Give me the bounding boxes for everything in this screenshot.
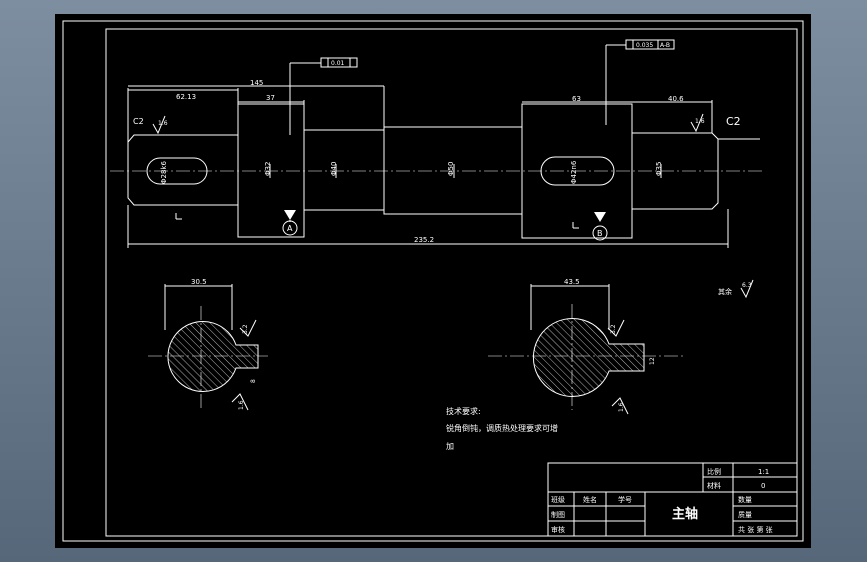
right-section-roughness-icon (607, 319, 625, 337)
rough-right-end: 1.6 (695, 118, 705, 125)
requirements-line-1: 锐角倒钝，调质热处理要求可增 (446, 423, 558, 433)
checked-label: 审核 (551, 525, 565, 534)
roughness-right-icon (690, 113, 704, 133)
requirements-heading: 技术要求: (446, 406, 481, 416)
shaft-step (303, 129, 385, 211)
other-roughness-note: 其余 6.3 (718, 279, 754, 299)
right-keyway (540, 156, 615, 186)
dia-left-end: Φ28k6 (160, 161, 168, 184)
name-label: 姓名 (583, 495, 597, 504)
section-right-key: 12 (649, 357, 656, 365)
tol-left-label: 0.01 (331, 60, 345, 67)
other-roughness-label: 其余 (718, 287, 732, 296)
datum-markers: A B (282, 210, 608, 241)
class-label: 班级 (551, 495, 565, 504)
roughness-symbols-shaft: 1.6 1.6 (152, 113, 705, 229)
dim-right-key: 63 (572, 95, 581, 103)
tol-right-datum: A-B (660, 42, 670, 49)
material-value: 0 (761, 482, 765, 490)
scale-value: 1:1 (758, 468, 769, 476)
dia-middle: Φ50 (447, 162, 455, 176)
title-block: 比例 1:1 材料 0 班级 姓名 学号 制图 审核 主轴 数量 质量 共 张 … (547, 462, 798, 537)
tolerance-frames: 0.01 0.035 A-B (289, 39, 675, 135)
dim-right-end: 40.6 (668, 95, 684, 103)
datum-b-circle (592, 225, 608, 241)
datum-a-circle (282, 220, 298, 236)
datum-b-triangle (594, 212, 606, 222)
material-label: 材料 (707, 481, 721, 490)
datum-a-triangle (284, 210, 296, 220)
left-section-roughness-icon (239, 319, 257, 337)
right-section-view: 43.5 12 3.2 1.6 (488, 278, 685, 415)
left-section-view: 30.5 8 3.2 1.6 (148, 278, 268, 411)
dim-top-span: 145 (250, 79, 263, 87)
inner-frame (105, 28, 798, 537)
shaft-main-view (110, 103, 765, 239)
rough-left-end: 1.6 (158, 120, 168, 127)
dia-right-end: Φ35 (655, 162, 663, 176)
left-section-roughness-icon-2 (231, 393, 249, 411)
other-roughness-icon (740, 279, 754, 299)
dia-step: Φ40 (330, 162, 338, 176)
other-roughness-value: 6.3 (742, 282, 752, 289)
dim-left-step: 62.13 (176, 93, 196, 101)
section-rough-a: 3.2 (242, 324, 249, 334)
datum-a-label: A (287, 224, 293, 233)
drawing-sheet (55, 14, 811, 548)
section-rough-b-right: 1.6 (618, 402, 625, 412)
section-rough-b: 1.6 (238, 400, 245, 410)
student-id-label: 学号 (618, 495, 632, 504)
weight-label: 质量 (738, 510, 752, 519)
scale-label: 比例 (707, 467, 721, 476)
left-keyway (146, 157, 208, 185)
chamfer-right: C2 (726, 115, 741, 128)
section-rough-a-right: 3.2 (610, 324, 617, 334)
right-section-roughness-icon-2 (611, 397, 629, 415)
dim-overall: 235.2 (414, 236, 434, 244)
part-name: 主轴 (672, 506, 698, 522)
outer-frame (62, 20, 804, 542)
section-right-width: 43.5 (564, 278, 580, 286)
left-section-hatch (167, 321, 259, 392)
dim-bearing-left: 37 (266, 94, 275, 102)
requirements-line-2: 加 (446, 441, 454, 451)
drawn-label: 制图 (551, 510, 565, 519)
dia-bearing-left: Φ32 (264, 162, 272, 176)
quantity-label: 数量 (738, 495, 752, 504)
shaft-dimensions: 62.13 145 37 63 40.6 235.2 C2 C2 Φ28k6 Φ… (127, 79, 741, 248)
section-left-key: 8 (250, 379, 257, 383)
sheets-label: 共 张 第 张 (738, 525, 773, 534)
right-section-hatch (532, 318, 645, 397)
left-end-journal (127, 134, 239, 206)
technical-requirements: 技术要求: 锐角倒钝，调质热处理要求可增 加 (446, 406, 558, 451)
dia-bearing-right: Φ42n6 (570, 160, 578, 184)
datum-b-label: B (597, 229, 603, 238)
roughness-left-icon (152, 115, 166, 135)
chamfer-left: C2 (133, 117, 144, 126)
section-left-width: 30.5 (191, 278, 207, 286)
tol-right-label: 0.035 (636, 42, 653, 49)
